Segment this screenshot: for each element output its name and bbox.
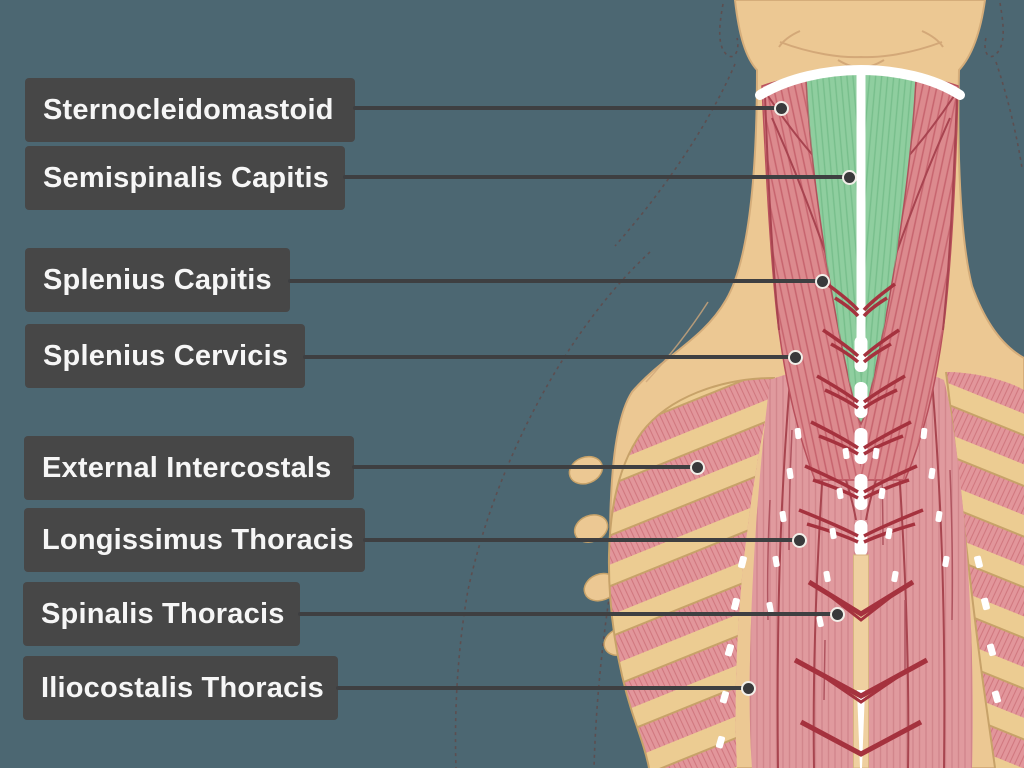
label-spinalis-thoracis[interactable]: Spinalis Thoracis (23, 582, 300, 646)
leader-line-splenius-cervicis (303, 355, 795, 359)
label-splenius-cervicis[interactable]: Splenius Cervicis (25, 324, 305, 388)
marker-dot-sternocleidomastoid[interactable] (774, 101, 789, 116)
label-longissimus-thoracis[interactable]: Longissimus Thoracis (24, 508, 365, 572)
marker-dot-longissimus-thoracis[interactable] (792, 533, 807, 548)
marker-dot-splenius-capitis[interactable] (815, 274, 830, 289)
marker-dot-semispinalis-capitis[interactable] (842, 170, 857, 185)
spine-chevrons (793, 282, 929, 757)
label-external-intercostals[interactable]: External Intercostals (24, 436, 354, 500)
marker-dot-external-intercostals[interactable] (690, 460, 705, 475)
marker-dot-splenius-cervicis[interactable] (788, 350, 803, 365)
nuchal-ligament (755, 64, 965, 768)
label-splenius-capitis[interactable]: Splenius Capitis (25, 248, 290, 312)
label-semispinalis-capitis[interactable]: Semispinalis Capitis (25, 146, 345, 210)
label-iliocostalis-thoracis[interactable]: Iliocostalis Thoracis (23, 656, 338, 720)
leader-line-semispinalis-capitis (343, 175, 849, 179)
leader-line-iliocostalis-thoracis (336, 686, 748, 690)
marker-dot-iliocostalis-thoracis[interactable] (741, 681, 756, 696)
dashed-body-outline (454, 2, 1023, 768)
tendon-flecks (715, 427, 1002, 749)
leader-line-longissimus-thoracis (363, 538, 799, 542)
label-sternocleidomastoid[interactable]: Sternocleidomastoid (25, 78, 355, 142)
leader-line-sternocleidomastoid (353, 106, 781, 110)
leader-line-splenius-capitis (288, 279, 822, 283)
leader-line-spinalis-thoracis (298, 612, 837, 616)
marker-dot-spinalis-thoracis[interactable] (830, 607, 845, 622)
leader-line-external-intercostals (352, 465, 697, 469)
